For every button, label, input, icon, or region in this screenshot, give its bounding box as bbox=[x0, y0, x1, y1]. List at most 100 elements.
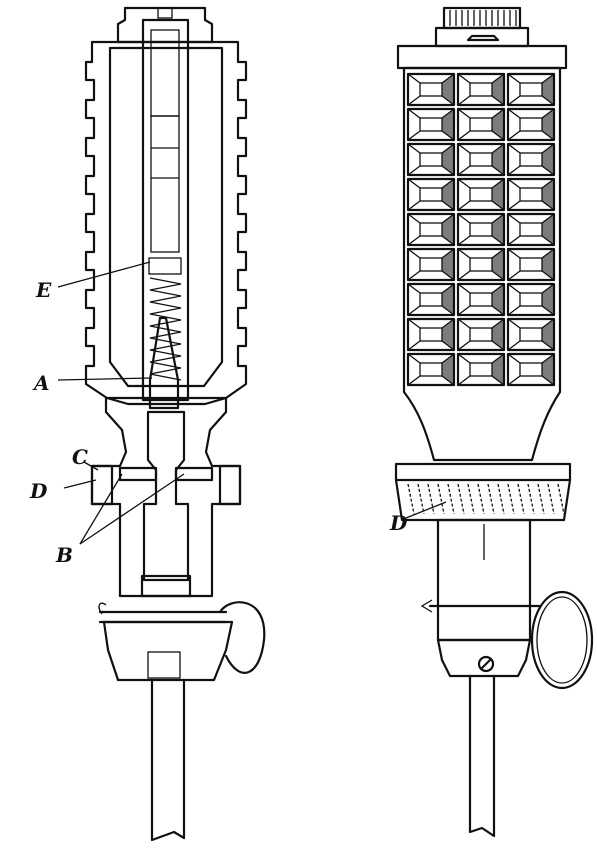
segmented-grid bbox=[406, 72, 556, 387]
segment-face bbox=[419, 82, 443, 97]
segment-face bbox=[419, 117, 443, 132]
segment-shade bbox=[492, 144, 504, 175]
segment-shade bbox=[442, 179, 454, 210]
stick-handle-left bbox=[150, 678, 186, 842]
segment-shade bbox=[492, 284, 504, 315]
segment-face bbox=[469, 187, 493, 202]
top-plug bbox=[116, 6, 214, 44]
screw bbox=[477, 655, 495, 673]
segment-face bbox=[519, 82, 543, 97]
segment-face bbox=[519, 257, 543, 272]
pull-ring-left bbox=[218, 601, 266, 674]
segment-face bbox=[519, 117, 543, 132]
segment-face bbox=[469, 292, 493, 307]
knurl-line bbox=[537, 483, 545, 515]
segment-shade bbox=[542, 74, 554, 105]
segment-shade bbox=[492, 354, 504, 385]
label-D-right: D bbox=[389, 511, 408, 535]
firing-spring bbox=[149, 277, 182, 381]
segment-face bbox=[419, 222, 443, 237]
segment-shade bbox=[542, 319, 554, 350]
segment-face bbox=[519, 187, 543, 202]
knurl-line bbox=[427, 483, 435, 515]
knurl-line bbox=[407, 483, 415, 515]
channel-B-right bbox=[174, 466, 214, 482]
label-D-left: D bbox=[29, 479, 48, 503]
segment-face bbox=[419, 187, 443, 202]
knurl-line bbox=[517, 483, 525, 515]
segment-shade bbox=[542, 109, 554, 140]
knurl-line bbox=[437, 483, 445, 515]
label-B: B bbox=[55, 543, 73, 567]
knurl-line bbox=[487, 483, 495, 515]
label-A: A bbox=[32, 371, 50, 395]
segment-face bbox=[469, 82, 493, 97]
label-C: C bbox=[72, 445, 88, 469]
segment-face bbox=[519, 362, 543, 377]
stick-handle-right bbox=[468, 674, 496, 838]
segment-shade bbox=[492, 74, 504, 105]
segment-shade bbox=[542, 214, 554, 245]
segment-shade bbox=[542, 249, 554, 280]
segment-face bbox=[519, 292, 543, 307]
knurl-line bbox=[467, 483, 475, 515]
handle-socket bbox=[102, 620, 234, 682]
knurl-line bbox=[417, 483, 425, 515]
cap-E bbox=[148, 257, 182, 275]
collar-knurl bbox=[407, 483, 565, 515]
segment-shade bbox=[492, 319, 504, 350]
segment-shade bbox=[442, 74, 454, 105]
segment-face bbox=[419, 327, 443, 342]
knurl-line bbox=[457, 483, 465, 515]
knurl-line bbox=[507, 483, 515, 515]
segment-face bbox=[419, 362, 443, 377]
knurl-line bbox=[477, 483, 485, 515]
explosive-cavity bbox=[108, 46, 224, 388]
segment-face bbox=[519, 152, 543, 167]
serrated-body-shell bbox=[84, 40, 248, 406]
segment-shade bbox=[442, 319, 454, 350]
segment-face bbox=[519, 222, 543, 237]
label-E: E bbox=[35, 278, 52, 302]
segment-shade bbox=[442, 354, 454, 385]
segment-shade bbox=[542, 354, 554, 385]
segment-shade bbox=[492, 179, 504, 210]
segment-shade bbox=[492, 214, 504, 245]
segment-face bbox=[469, 117, 493, 132]
detonator-tube bbox=[141, 18, 190, 402]
segment-shade bbox=[442, 249, 454, 280]
segment-shade bbox=[542, 284, 554, 315]
channel-B-left bbox=[118, 466, 158, 482]
knurl-line bbox=[527, 483, 535, 515]
segment-face bbox=[469, 152, 493, 167]
striker-A bbox=[148, 316, 180, 410]
knurl-line bbox=[557, 483, 565, 515]
segment-face bbox=[419, 292, 443, 307]
segment-face bbox=[469, 327, 493, 342]
segment-shade bbox=[442, 144, 454, 175]
segment-shade bbox=[442, 284, 454, 315]
segment-shade bbox=[542, 144, 554, 175]
ferrule bbox=[436, 638, 532, 678]
segment-face bbox=[469, 222, 493, 237]
segment-face bbox=[469, 257, 493, 272]
pull-ring-right bbox=[530, 590, 594, 690]
serrated-body bbox=[396, 44, 568, 70]
segment-face bbox=[419, 152, 443, 167]
labels-right: D bbox=[389, 501, 447, 535]
segment-shade bbox=[442, 214, 454, 245]
segment-face bbox=[469, 362, 493, 377]
exterior-view bbox=[394, 6, 594, 838]
labels-left: E A C D B bbox=[29, 261, 185, 567]
segment-shade bbox=[442, 109, 454, 140]
segment-face bbox=[519, 327, 543, 342]
segment-shade bbox=[542, 179, 554, 210]
segment-shade bbox=[492, 249, 504, 280]
base-neck bbox=[90, 396, 242, 598]
segment-face bbox=[419, 257, 443, 272]
segment-shade bbox=[492, 109, 504, 140]
sectional-view bbox=[84, 6, 266, 842]
knurl-line bbox=[497, 483, 505, 515]
knurl-line bbox=[547, 483, 555, 515]
